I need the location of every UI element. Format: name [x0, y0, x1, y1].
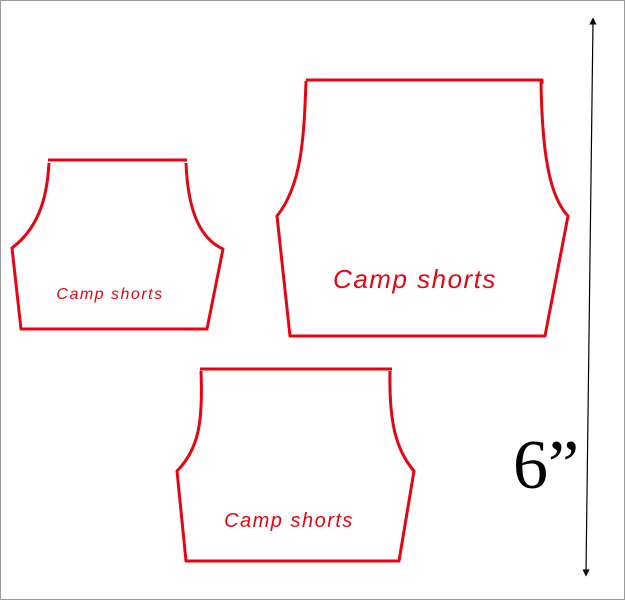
pattern-outline-small [10, 158, 225, 331]
scale-indicator: 6” [513, 17, 597, 577]
pattern-label-large: Camp shorts [333, 264, 497, 294]
pattern-label-medium: Camp shorts [224, 510, 354, 532]
pattern-piece-small: Camp shorts [10, 158, 225, 331]
pattern-outline-large [275, 78, 570, 338]
pattern-label-small: Camp shorts [56, 286, 163, 303]
pattern-piece-medium: Camp shorts [175, 367, 416, 563]
pattern-outline-medium [175, 367, 416, 563]
pattern-piece-large: Camp shorts [275, 78, 570, 338]
scale-arrow [582, 17, 597, 577]
scale-label: 6” [513, 427, 579, 504]
